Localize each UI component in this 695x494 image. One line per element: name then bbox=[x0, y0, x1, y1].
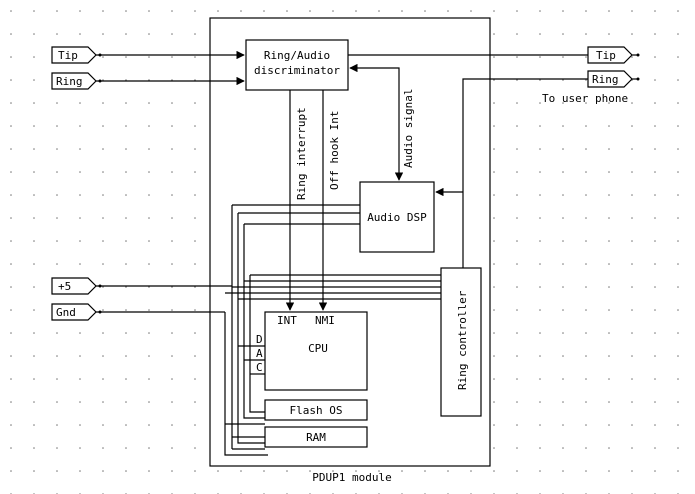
ring-interrupt-label: Ring interrupt bbox=[295, 107, 308, 200]
port-gnd-label: Gnd bbox=[56, 306, 76, 319]
audio-signal-label: Audio signal bbox=[402, 89, 415, 168]
audio-dsp-block: Audio DSP bbox=[359, 181, 435, 253]
port-ring-in-label: Ring bbox=[56, 75, 83, 88]
ring-audio-discriminator-block: Ring/Audio discriminator bbox=[245, 39, 349, 91]
port-plus5: +5 bbox=[51, 277, 210, 295]
ram-label: RAM bbox=[306, 431, 326, 444]
cpu-d-pin: D bbox=[256, 333, 263, 346]
cpu-c-pin: C bbox=[256, 361, 263, 374]
to-user-phone-label: To user phone bbox=[542, 92, 628, 105]
flash-os-block: Flash OS bbox=[264, 399, 368, 421]
port-tip-out-label: Tip bbox=[596, 49, 616, 62]
port-gnd: Gnd bbox=[51, 303, 210, 321]
off-hook-int-label: Off hook Int bbox=[328, 111, 341, 190]
port-ring-out: Ring bbox=[462, 70, 640, 268]
cpu-a-pin: A bbox=[256, 347, 263, 360]
port-ring-in: Ring bbox=[51, 72, 245, 90]
ring-controller-label: Ring controller bbox=[456, 290, 469, 390]
cpu-int-pin: INT bbox=[277, 314, 297, 327]
bus-wiring bbox=[210, 204, 441, 456]
discriminator-label-line1: Ring/Audio bbox=[264, 49, 330, 62]
cpu-label: CPU bbox=[308, 342, 328, 355]
cpu-nmi-pin: NMI bbox=[315, 314, 335, 327]
discriminator-label-line2: discriminator bbox=[254, 64, 340, 77]
port-tip-in: Tip bbox=[51, 46, 245, 64]
ring-controller-block: Ring controller bbox=[440, 267, 482, 417]
audio-dsp-label: Audio DSP bbox=[367, 211, 427, 224]
port-tip-in-label: Tip bbox=[58, 49, 78, 62]
cpu-block: INT NMI CPU D A C bbox=[256, 311, 368, 391]
module-title: PDUP1 module bbox=[312, 471, 391, 484]
ram-block: RAM bbox=[264, 426, 368, 448]
port-plus5-label: +5 bbox=[58, 280, 71, 293]
signal-lines: Ring interrupt Off hook Int Audio signal bbox=[285, 63, 415, 311]
flash-os-label: Flash OS bbox=[290, 404, 343, 417]
port-ring-out-label: Ring bbox=[592, 73, 619, 86]
port-tip-out: Tip bbox=[348, 46, 640, 64]
